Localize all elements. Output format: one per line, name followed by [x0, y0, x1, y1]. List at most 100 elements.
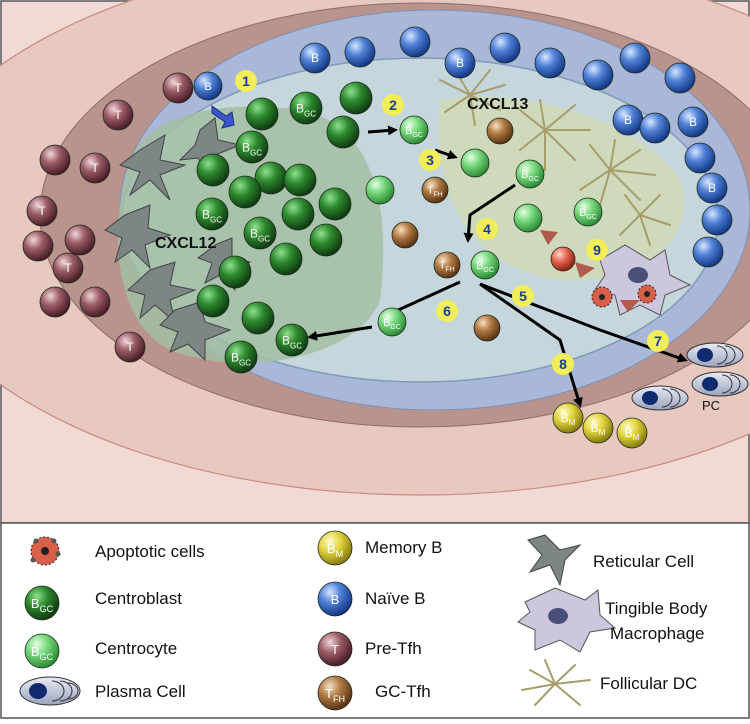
centroblast-cell: BGC — [224, 340, 258, 374]
pre-tfh-cell: T — [52, 252, 84, 284]
svg-text:7: 7 — [654, 333, 662, 349]
centrocyte-cell: BGC — [24, 633, 60, 669]
naive-b-cell — [344, 36, 376, 68]
legend-label-reticular-cell: Reticular Cell — [593, 552, 694, 571]
reticular-cells — [104, 117, 252, 362]
cell-label: B — [331, 592, 340, 607]
pre-tfh-cell — [79, 286, 111, 318]
cell-label: T — [174, 81, 182, 95]
step-badge-8: 8 — [552, 353, 574, 375]
pre-tfh-cell — [22, 230, 54, 262]
memory-b-cell: BM — [317, 530, 353, 566]
memory-b-cell: BM — [582, 412, 614, 444]
naive-b-cell — [619, 42, 651, 74]
centroblast-cell — [228, 175, 262, 209]
legend-label-tingible-body: Tingible Body — [605, 599, 708, 618]
pre-tfh-cell: T — [26, 195, 58, 227]
legend-icon-follicular-dc — [521, 659, 591, 706]
legend-icon-plasma-cell — [19, 676, 81, 706]
cell-label: T — [91, 161, 99, 175]
cell-label: T — [126, 340, 134, 354]
centroblast-cell — [196, 153, 230, 187]
step-badge-2: 2 — [382, 94, 404, 116]
centroblast-cell — [196, 284, 230, 318]
apoptosing-centrocyte — [550, 246, 576, 272]
centrocyte-cell: BGC — [515, 159, 545, 189]
centrocyte-cell — [513, 203, 543, 233]
gc-tfh-cell: TFH — [421, 176, 449, 204]
svg-text:8: 8 — [559, 356, 567, 372]
naive-b-cell — [684, 142, 716, 174]
naive-b-cell: B — [612, 104, 644, 136]
centrocyte-cell — [460, 148, 490, 178]
legend-label-centrocyte: Centrocyte — [95, 639, 177, 658]
centrocyte-cell — [365, 175, 395, 205]
step-badge-9: 9 — [586, 239, 608, 261]
cell-label: B — [204, 81, 211, 93]
step-badges: 1 2 3 4 5 6 7 8 9 — [235, 70, 669, 375]
naive-b-cell: B — [317, 581, 353, 617]
legend-icon-apoptotic — [30, 536, 61, 566]
legend-label-macrophage: Macrophage — [610, 624, 705, 643]
legend-panel — [0, 522, 750, 719]
cell-label: B — [708, 181, 716, 195]
step-badge-6: 6 — [436, 300, 458, 322]
legend-icon-tingible-body-macrophage — [517, 587, 617, 653]
apoptotic-cells — [591, 284, 657, 308]
legend-label-pre-tfh: Pre-Tfh — [365, 639, 422, 658]
naive-b-cell — [489, 32, 521, 64]
centroblast-cell: BGC — [235, 130, 269, 164]
memory-b-cell: BM — [616, 417, 648, 449]
centroblast-cell — [269, 242, 303, 276]
plasma-cell-label: PC — [702, 398, 720, 413]
centroblast-cell: BGC — [24, 585, 60, 621]
cxcl13-label: CXCL13 — [467, 96, 528, 113]
centrocyte-cell: BGC — [399, 115, 429, 145]
macrophage-nucleus — [628, 267, 648, 283]
naive-b-cell — [664, 62, 696, 94]
legend-label-gc-tfh: GC-Tfh — [375, 682, 431, 701]
pre-tfh-cell: T — [102, 99, 134, 131]
step-badge-1: 1 — [235, 70, 257, 92]
legend-label-plasma-cell: Plasma Cell — [95, 682, 186, 701]
svg-text:4: 4 — [483, 221, 491, 237]
cell-label: B — [624, 113, 632, 127]
pre-tfh-cell: T — [162, 72, 194, 104]
centroblast-cell: BGC — [195, 197, 229, 231]
naive-b-cell — [582, 59, 614, 91]
pre-tfh-cell — [64, 224, 96, 256]
apoptosis-arrows — [540, 230, 640, 312]
step-badge-3: 3 — [419, 149, 441, 171]
naive-b-cell: B — [299, 42, 331, 74]
svg-text:2: 2 — [389, 97, 397, 113]
plasma-cell — [631, 385, 689, 411]
cell-label: T — [114, 108, 122, 122]
centroblast-cell — [241, 301, 275, 335]
naive-b-cell — [534, 47, 566, 79]
gc-tfh-cell — [486, 117, 514, 145]
pre-tfh-cell — [39, 144, 71, 176]
legend-label-naive-b: Naïve B — [365, 589, 425, 608]
pre-tfh-cell: T — [317, 631, 353, 667]
svg-text:5: 5 — [519, 288, 527, 304]
cell-label: B — [456, 56, 464, 70]
step-badge-4: 4 — [476, 218, 498, 240]
svg-text:6: 6 — [443, 303, 451, 319]
legend-label-memory-b: Memory B — [365, 538, 442, 557]
follicular-dc-cells — [439, 69, 671, 246]
svg-text:3: 3 — [426, 152, 434, 168]
centroblast-cell: BGC — [275, 323, 309, 357]
gc-tfh-cell: TFH — [433, 251, 461, 279]
cxcl12-label: CXCL12 — [155, 235, 216, 252]
pre-tfh-cell: T — [114, 331, 146, 363]
centroblast-cell: BGC — [289, 91, 323, 125]
naive-b-cell — [692, 236, 724, 268]
naive-b-cell: B — [677, 106, 709, 138]
naive-b-cell: B — [444, 47, 476, 79]
entry-arrow — [211, 105, 235, 129]
centrocyte-cell: BGC — [470, 250, 500, 280]
gc-tfh-cell — [473, 314, 501, 342]
